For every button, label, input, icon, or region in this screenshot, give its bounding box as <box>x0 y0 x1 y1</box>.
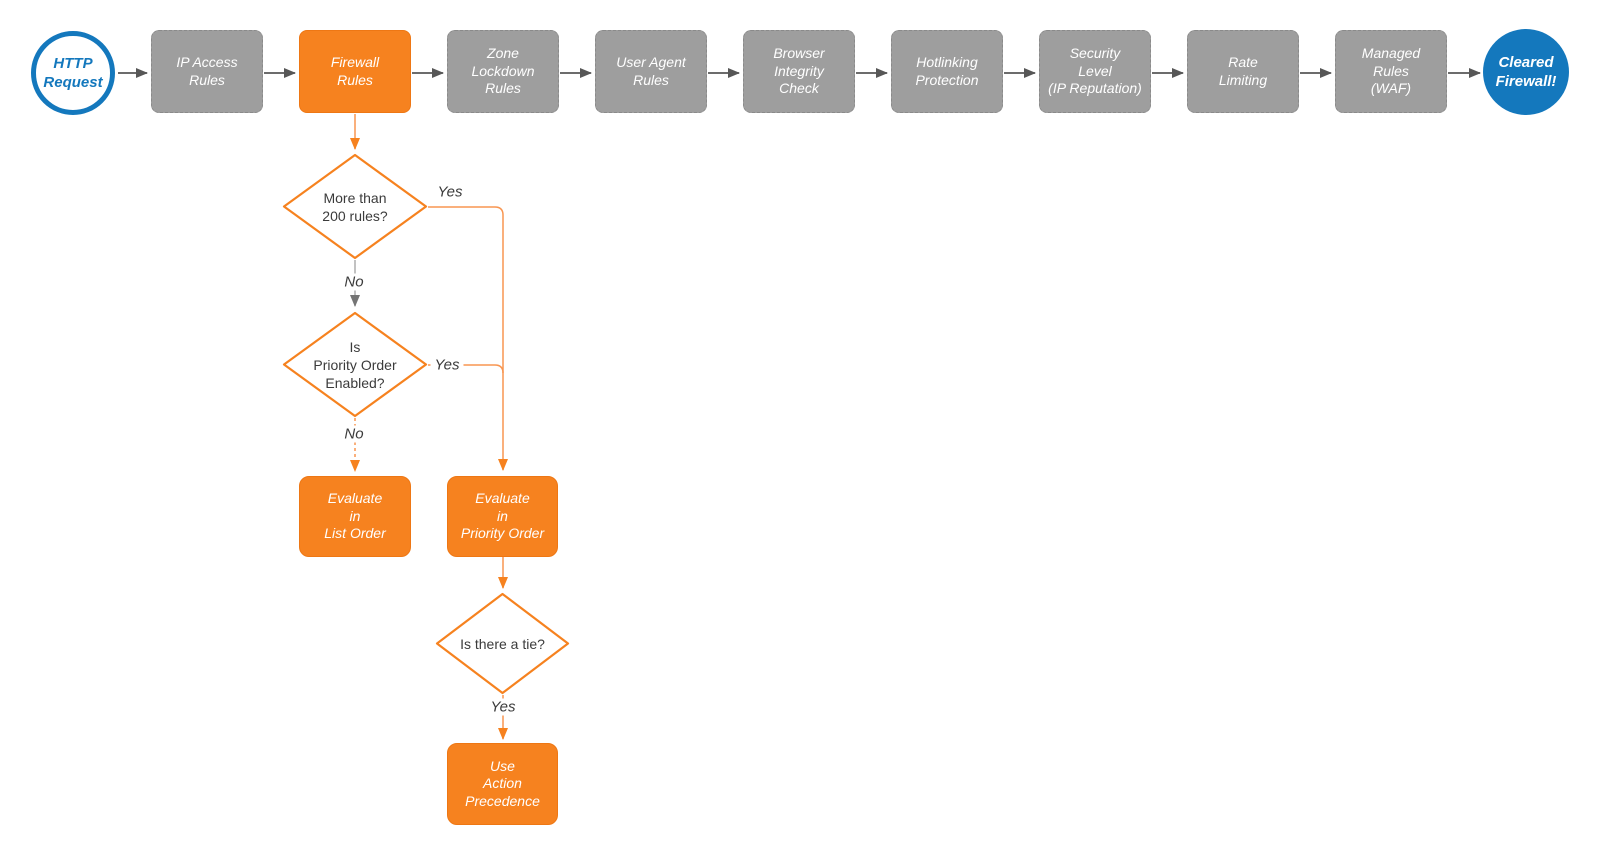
decision-is-there-a-tie: Is there a tie? <box>435 592 570 695</box>
decision-more-than-200-rules: More than 200 rules? <box>282 153 428 260</box>
node-user-agent-rules: User Agent Rules <box>595 30 707 113</box>
node-zone-lockdown-rules: Zone Lockdown Rules <box>447 30 559 113</box>
connector-decision1-yes <box>428 206 508 471</box>
node-hotlinking-protection-label: Hotlinking Protection <box>915 54 979 88</box>
diamond-shape <box>282 311 428 418</box>
node-use-action-precedence-label: Use Action Precedence <box>465 757 540 809</box>
edge-label-no-2: No <box>340 425 368 443</box>
node-hotlinking-protection: Hotlinking Protection <box>891 30 1003 113</box>
edge-label-no-1: No <box>340 273 368 291</box>
decision-priority-order-enabled-label: Is Priority Order Enabled? <box>313 338 397 391</box>
node-cleared-firewall: Cleared Firewall! <box>1483 29 1569 115</box>
node-zone-lockdown-rules-label: Zone Lockdown Rules <box>471 45 535 97</box>
node-use-action-precedence: Use Action Precedence <box>447 743 558 825</box>
decision-priority-order-enabled: Is Priority Order Enabled? <box>282 311 428 418</box>
node-evaluate-in-list-order: Evaluate in List Order <box>299 476 411 557</box>
node-ip-access-rules-label: IP Access Rules <box>176 54 238 88</box>
edge-label-yes-2: Yes <box>430 356 464 374</box>
diamond-shape <box>435 592 570 695</box>
node-browser-integrity-check-label: Browser Integrity Check <box>773 45 825 97</box>
node-rate-limiting: Rate Limiting <box>1187 30 1299 113</box>
node-rate-limiting-label: Rate Limiting <box>1218 54 1268 88</box>
node-evaluate-in-priority-order-label: Evaluate in Priority Order <box>460 490 545 542</box>
node-managed-rules-waf: Managed Rules (WAF) <box>1335 30 1447 113</box>
node-http-request-label: HTTP Request <box>43 55 103 91</box>
node-user-agent-rules-label: User Agent Rules <box>616 54 686 88</box>
edge-label-yes-1: Yes <box>433 183 467 201</box>
node-security-level: Security Level (IP Reputation) <box>1039 30 1151 113</box>
edge-label-yes-3: Yes <box>486 698 520 716</box>
node-http-request: HTTP Request <box>31 31 115 115</box>
node-evaluate-in-list-order-label: Evaluate in List Order <box>324 490 386 542</box>
connector-decision2-yes <box>428 364 504 374</box>
node-cleared-firewall-label: Cleared Firewall! <box>1495 54 1557 90</box>
node-evaluate-in-priority-order: Evaluate in Priority Order <box>447 476 558 557</box>
node-managed-rules-waf-label: Managed Rules (WAF) <box>1361 45 1421 97</box>
node-firewall-rules-label: Firewall Rules <box>330 54 380 88</box>
decision-is-there-a-tie-label: Is there a tie? <box>460 635 545 652</box>
node-firewall-rules: Firewall Rules <box>299 30 411 113</box>
node-security-level-label: Security Level (IP Reputation) <box>1048 45 1142 97</box>
diamond-shape <box>282 153 428 260</box>
decision-more-than-200-rules-label: More than 200 rules? <box>322 189 388 224</box>
node-browser-integrity-check: Browser Integrity Check <box>743 30 855 113</box>
node-ip-access-rules: IP Access Rules <box>151 30 263 113</box>
